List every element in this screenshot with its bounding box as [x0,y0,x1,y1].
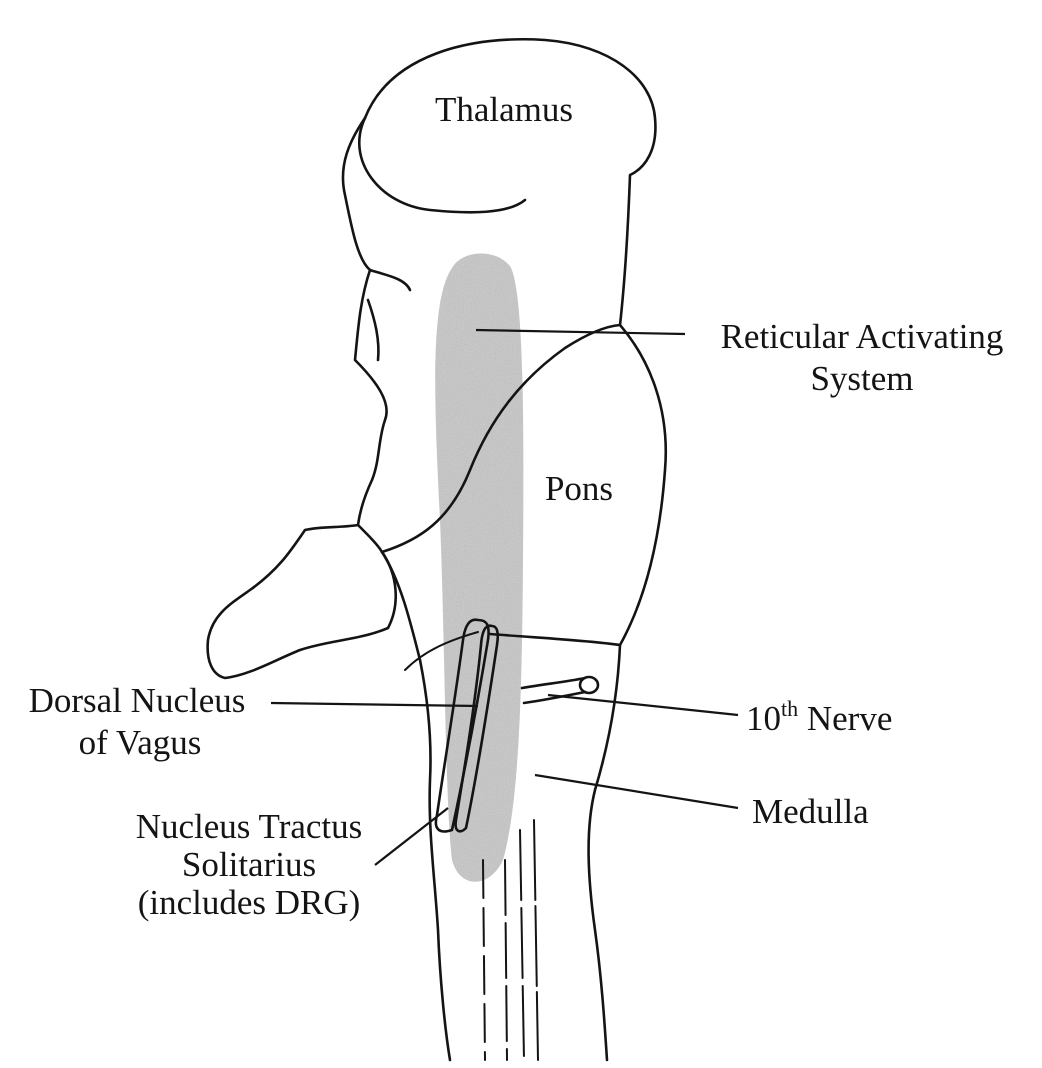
tenth-nerve-superscript: th [781,696,798,721]
medulla-leader-line [535,775,738,808]
dorsal-nucleus-label-line1: Dorsal Nucleus [29,681,246,720]
midbrain-left-outline [208,270,396,678]
dorsal-nucleus-label-line2: of Vagus [79,723,202,762]
reticular-activating-system-region [435,253,523,881]
nts-leader-line [375,808,448,865]
tenth-nerve-word: Nerve [798,699,892,738]
tenth-nerve-leader-line [548,695,738,715]
tenth-nerve-number: 10 [746,699,781,738]
nucleus-tractus-solitarius-label-line2: Solitarius [182,845,316,884]
pons-outline [382,325,666,645]
nucleus-tractus-solitarius-label-line1: Nucleus Tractus [136,807,363,846]
tenth-nerve-label: 10th Nerve [746,696,892,738]
thalamus-label: Thalamus [435,90,573,129]
reticular-activating-system-label-line1: Reticular Activating [721,317,1004,356]
nucleus-tractus-solitarius-label-line3: (includes DRG) [138,883,361,922]
reticular-activating-system-label-line2: System [810,359,913,398]
medulla-label: Medulla [752,792,869,831]
pons-label: Pons [545,469,613,508]
